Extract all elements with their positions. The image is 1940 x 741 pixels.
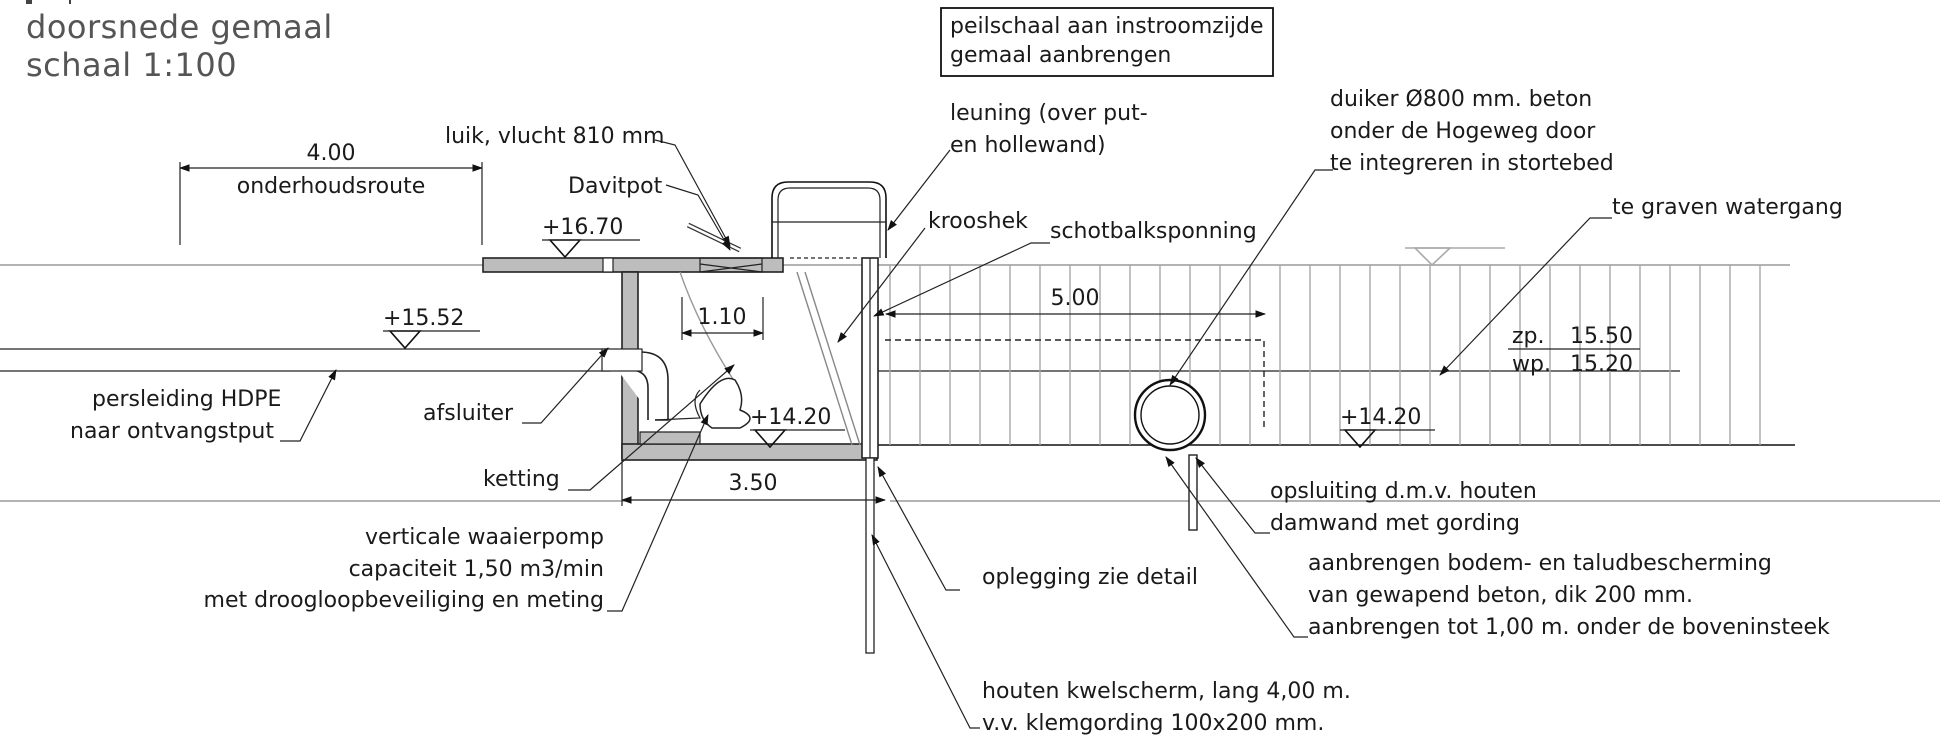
level-marker-water — [1405, 247, 1505, 267]
svg-text:wp.: wp. — [1512, 352, 1551, 377]
luik-label: luik, vlucht 810 mm — [445, 124, 664, 149]
dim-luik-value: 1.10 — [698, 305, 747, 330]
svg-text:peilschaal aan instroomzijde: peilschaal aan instroomzijde — [950, 14, 1264, 39]
leuning-label-2: en hollewand) — [950, 133, 1106, 158]
watergang-label: te graven watergang — [1612, 195, 1843, 220]
pomp-label-3: met droogloopbeveiliging en meting — [204, 588, 604, 613]
krooshek-label: krooshek — [928, 209, 1028, 234]
leuning-label-1: leuning (over put- — [950, 101, 1148, 126]
afsluiter-label: afsluiter — [423, 401, 514, 426]
duiker-label-2: onder de Hogeweg door — [1330, 119, 1596, 144]
svg-text:+14.20: +14.20 — [1340, 405, 1421, 430]
dimension-lines: 4.00 onderhoudsroute 1.10 3.50 5.00 — [178, 141, 1267, 506]
kwelscherm-label-2: v.v. klemgording 100x200 mm. — [982, 711, 1324, 736]
svg-text:+14.20: +14.20 — [750, 405, 831, 430]
ground-lines — [0, 264, 1940, 502]
opsluiting-label-2: damwand met gording — [1270, 511, 1520, 536]
trash-rack — [796, 271, 853, 446]
level-marker-top: +16.70 — [542, 215, 640, 259]
davitpot-label: Davitpot — [568, 174, 663, 199]
dim-channel-value: 5.00 — [1051, 286, 1100, 311]
level-marker-channel-floor: +14.20 — [1340, 405, 1435, 449]
pomp-label-1: verticale waaierpomp — [365, 525, 604, 550]
pump-pit — [482, 181, 887, 654]
title-line-1: doorsnede gemaal — [26, 8, 333, 46]
onderhoudsroute-label: onderhoudsroute — [237, 174, 425, 199]
pit-roof-slab — [482, 257, 784, 273]
sheet-pile-wall — [1188, 454, 1198, 531]
watercourse-hatch — [889, 265, 1761, 445]
level-markers: +16.70 +15.52 +14.20 +14.20 zp. 15.50 wp… — [383, 215, 1640, 449]
level-marker-pit-floor: +14.20 — [750, 405, 845, 449]
pit-floor-slab — [621, 443, 878, 461]
kwelscherm-label-1: houten kwelscherm, lang 4,00 m. — [982, 679, 1351, 704]
railing — [771, 181, 887, 258]
culvert-zone — [885, 339, 1265, 531]
title-line-2: schaal 1:100 — [26, 46, 237, 84]
drawing-title: doorsnede gemaal schaal 1:100 — [26, 0, 333, 84]
schotbalk-label: schotbalksponning — [1050, 219, 1257, 244]
svg-text:+16.70: +16.70 — [542, 215, 623, 240]
duiker-label-1: duiker Ø800 mm. beton — [1330, 87, 1592, 112]
opsluiting-label-1: opsluiting d.m.v. houten — [1270, 479, 1537, 504]
bodem-label-1: aanbrengen bodem- en taludbescherming — [1308, 551, 1772, 576]
bodem-label-2: van gewapend beton, dik 200 mm. — [1308, 583, 1693, 608]
kwelscherm-plank — [865, 457, 875, 654]
svg-text:gemaal aanbrengen: gemaal aanbrengen — [950, 43, 1171, 68]
peilschaal-note: peilschaal aan instroomzijde gemaal aanb… — [940, 7, 1274, 77]
svg-text:15.50: 15.50 — [1570, 324, 1633, 349]
persleiding-label-2: naar ontvangstput — [70, 419, 274, 444]
dim-pit-width-value: 3.50 — [729, 471, 778, 496]
persleiding-label-1: persleiding HDPE — [92, 387, 281, 412]
annotations: luik, vlucht 810 mm Davitpot leuning (ov… — [70, 87, 1843, 736]
water-levels-text: zp. 15.50 wp. 15.20 — [1508, 324, 1640, 377]
duiker-label-3: te integreren in stortebed — [1330, 151, 1614, 176]
bodem-label-3: aanbrengen tot 1,00 m. onder de bovenins… — [1308, 615, 1830, 640]
ketting-label: ketting — [483, 467, 560, 492]
oplegging-label: oplegging zie detail — [982, 565, 1198, 590]
svg-text:15.20: 15.20 — [1570, 352, 1633, 377]
level-marker-ground: +15.52 — [383, 306, 480, 350]
culvert-pipe-circle — [1133, 378, 1207, 452]
pump-body — [699, 377, 751, 429]
dim-route-value: 4.00 — [307, 141, 356, 166]
svg-text:zp.: zp. — [1512, 324, 1545, 349]
leader-lines — [280, 139, 1612, 729]
pomp-label-2: capaciteit 1,50 m3/min — [349, 557, 604, 582]
svg-text:+15.52: +15.52 — [383, 306, 464, 331]
